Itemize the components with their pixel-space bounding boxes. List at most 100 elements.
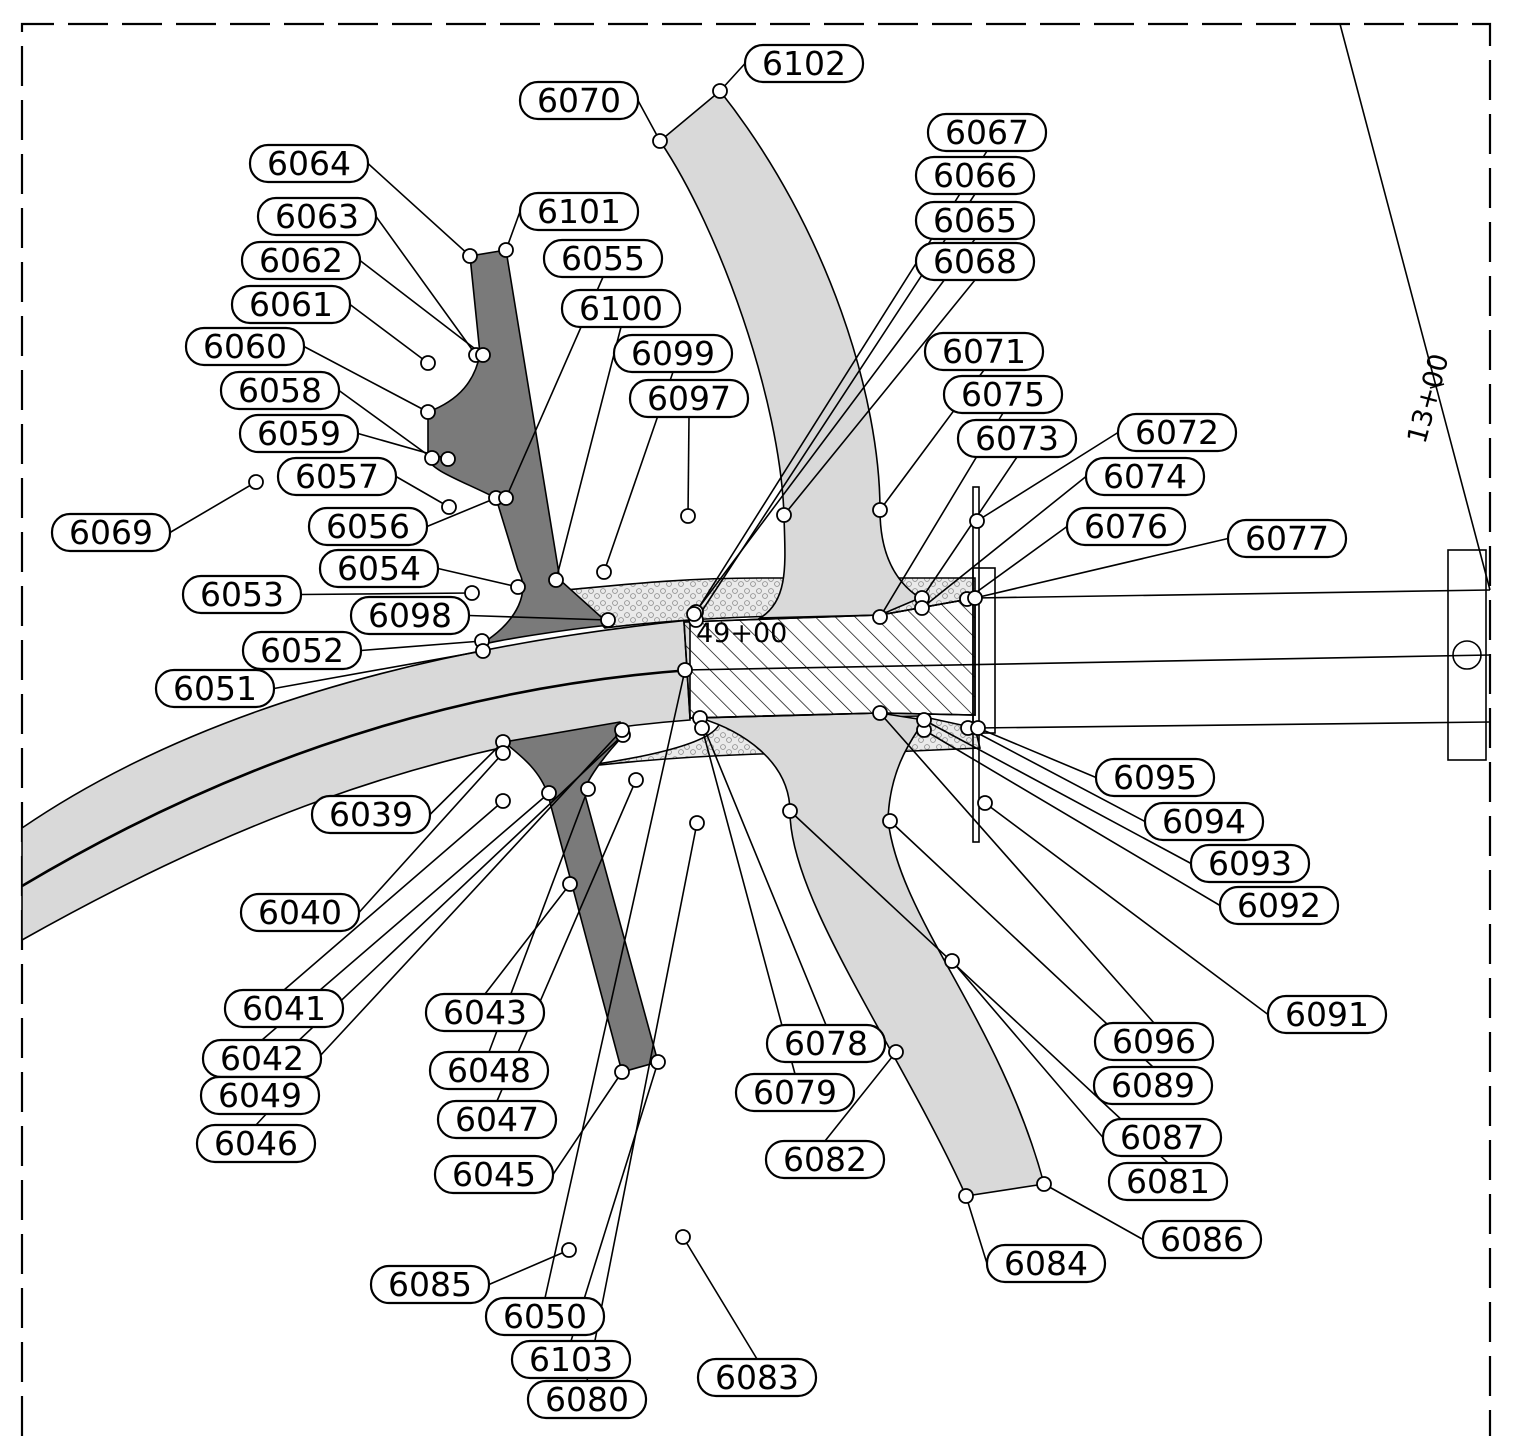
point-label-text: 6055 xyxy=(561,239,645,278)
point-label-6098: 6098 xyxy=(349,595,471,636)
point-marker-6099 xyxy=(596,564,612,580)
point-label-6076: 6076 xyxy=(1065,506,1187,547)
leader-6054 xyxy=(437,567,519,588)
point-label-text: 6049 xyxy=(218,1076,302,1115)
point-label-text: 6101 xyxy=(537,192,621,231)
point-label-6066: 6066 xyxy=(914,155,1036,196)
point-label-text: 6079 xyxy=(753,1073,837,1112)
point-label-text: 6058 xyxy=(238,371,322,410)
point-label-6048: 6048 xyxy=(428,1050,550,1091)
leader-6069 xyxy=(169,481,257,534)
point-label-6091: 6091 xyxy=(1266,994,1388,1035)
point-marker-6074 xyxy=(914,600,930,616)
point-marker-6060 xyxy=(420,404,436,420)
point-label-6093: 6093 xyxy=(1189,843,1311,884)
point-label-text: 6089 xyxy=(1111,1066,1195,1105)
point-label-text: 6063 xyxy=(275,197,359,236)
point-label-6056: 6056 xyxy=(307,506,429,547)
point-label-6040: 6040 xyxy=(239,892,361,933)
station-main: 49+00 xyxy=(696,618,787,649)
leader-6103 xyxy=(570,1061,659,1342)
point-label-6063: 6063 xyxy=(256,196,378,237)
point-label-text: 6068 xyxy=(933,242,1017,281)
point-label-text: 6054 xyxy=(337,549,421,588)
point-label-6070: 6070 xyxy=(518,80,640,121)
leader-6050 xyxy=(544,669,686,1299)
point-label-6050: 6050 xyxy=(484,1296,606,1337)
point-marker-6091 xyxy=(977,795,993,811)
point-marker-6102 xyxy=(712,83,728,99)
point-label-6039: 6039 xyxy=(310,794,432,835)
point-label-text: 6039 xyxy=(329,795,413,834)
point-label-text: 6040 xyxy=(258,893,342,932)
point-marker-6098 xyxy=(600,612,616,628)
point-label-6062: 6062 xyxy=(240,240,362,281)
point-label-text: 6081 xyxy=(1126,1162,1210,1201)
leader-6065 xyxy=(693,238,976,615)
leader-6063 xyxy=(375,216,477,356)
point-label-6089: 6089 xyxy=(1092,1065,1214,1106)
leader-6081 xyxy=(789,810,1169,1164)
point-label-text: 6065 xyxy=(933,201,1017,240)
point-marker-6101 xyxy=(498,242,514,258)
north-dark-island xyxy=(427,249,612,646)
point-marker-6081 xyxy=(782,803,798,819)
point-label-text: 6073 xyxy=(975,419,1059,458)
point-label-6059: 6059 xyxy=(238,413,360,454)
point-label-text: 6095 xyxy=(1113,758,1197,797)
point-label-6046: 6046 xyxy=(195,1123,317,1164)
point-label-text: 6051 xyxy=(173,669,257,708)
point-label-6079: 6079 xyxy=(734,1072,856,1113)
point-label-text: 6098 xyxy=(368,596,452,635)
point-label-6086: 6086 xyxy=(1141,1219,1263,1260)
leader-6053 xyxy=(300,592,473,596)
leader-6098 xyxy=(468,614,609,621)
point-label-text: 6097 xyxy=(647,379,731,418)
point-label-6103: 6103 xyxy=(510,1339,632,1380)
point-label-text: 6071 xyxy=(942,332,1026,371)
leader-6045 xyxy=(552,1071,623,1175)
leader-6047 xyxy=(496,779,637,1102)
sheet-border xyxy=(20,22,1492,1436)
point-label-6064: 6064 xyxy=(248,143,370,184)
leader-6078 xyxy=(699,717,827,1026)
point-marker-6058 xyxy=(424,450,440,466)
point-label-6045: 6045 xyxy=(433,1154,555,1195)
point-label-6051: 6051 xyxy=(154,668,276,709)
point-label-text: 6042 xyxy=(220,1039,304,1078)
main-road-centerline xyxy=(21,668,691,888)
point-marker-6046 xyxy=(614,722,630,738)
point-label-6047: 6047 xyxy=(436,1099,558,1140)
leader-6056 xyxy=(426,497,497,528)
leader-6084 xyxy=(965,1195,988,1264)
leader-6057 xyxy=(395,475,450,508)
leader-6060 xyxy=(303,345,429,413)
point-label-6101: 6101 xyxy=(518,191,640,232)
point-label-6061: 6061 xyxy=(230,284,352,325)
point-label-text: 6078 xyxy=(784,1024,868,1063)
point-label-text: 6064 xyxy=(267,144,351,183)
point-marker-6085 xyxy=(561,1242,577,1258)
point-marker-6050 xyxy=(677,662,693,678)
point-label-text: 6083 xyxy=(715,1358,799,1397)
point-marker-6082 xyxy=(888,1044,904,1060)
point-label-text: 6099 xyxy=(631,334,715,373)
leader-6092 xyxy=(923,729,1221,907)
point-label-6071: 6071 xyxy=(923,331,1045,372)
point-label-text: 6059 xyxy=(257,414,341,453)
point-label-text: 6102 xyxy=(762,44,846,83)
point-label-6069: 6069 xyxy=(50,512,172,553)
point-marker-6086 xyxy=(1036,1176,1052,1192)
leader-6074 xyxy=(921,475,1087,609)
leader-6082 xyxy=(824,1051,897,1142)
point-label-text: 6085 xyxy=(388,1265,472,1304)
point-marker-6059 xyxy=(440,451,456,467)
point-label-6080: 6080 xyxy=(526,1379,648,1420)
leader-6087 xyxy=(951,960,1104,1139)
point-label-text: 6041 xyxy=(242,989,326,1028)
point-label-6042: 6042 xyxy=(201,1038,323,1079)
leader-6041 xyxy=(283,800,504,991)
point-marker-6051 xyxy=(475,643,491,659)
point-label-text: 6053 xyxy=(200,575,284,614)
point-label-text: 6094 xyxy=(1162,802,1246,841)
